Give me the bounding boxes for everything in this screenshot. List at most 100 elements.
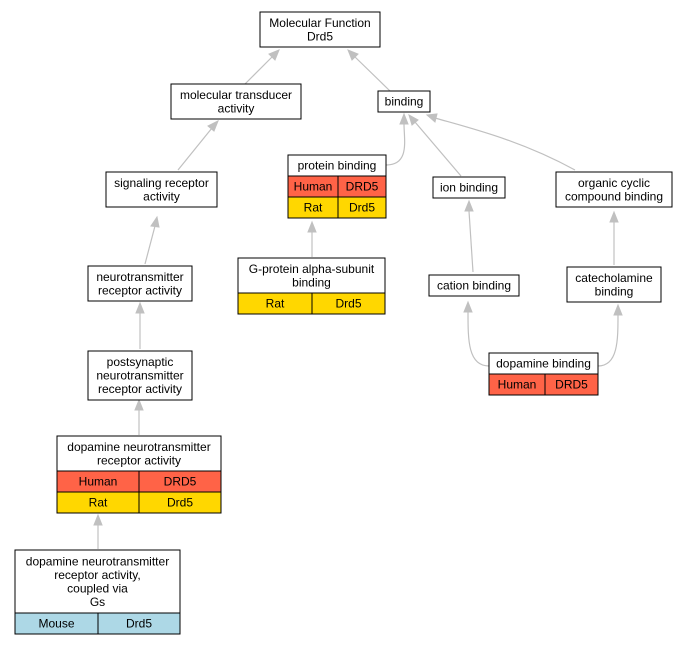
gene-label: Drd5 — [349, 201, 375, 215]
node-label-line: protein binding — [298, 159, 377, 173]
arrowhead — [464, 199, 474, 212]
node-label-line: Drd5 — [307, 29, 333, 43]
node-label-line: receptor activity — [97, 453, 181, 467]
node-label-line: binding — [292, 275, 331, 289]
species-label: Human — [79, 475, 118, 489]
arrowhead — [399, 112, 409, 125]
node-label-line: receptor activity, — [54, 568, 140, 582]
arrowhead — [134, 398, 144, 411]
node-cb[interactable]: cation binding — [428, 274, 520, 297]
node-box — [432, 176, 506, 199]
node-label-line: binding — [385, 95, 424, 109]
node-label-line: molecular transducer — [180, 88, 292, 102]
node-label-line: Gs — [90, 595, 105, 609]
node-label-line: coupled via — [67, 581, 128, 595]
node-box — [170, 83, 302, 120]
edge-db-to-cb — [467, 311, 490, 367]
edge-occb-to-binding — [434, 117, 576, 171]
arrowhead — [135, 301, 145, 314]
node-box — [377, 90, 431, 113]
node-box — [428, 274, 520, 297]
node-label-line: cation binding — [437, 279, 511, 293]
arrowhead — [93, 513, 103, 526]
node-label-line: neurotransmitter — [96, 369, 183, 383]
gene-cell — [311, 292, 386, 315]
arrowhead — [425, 113, 438, 123]
edge-ib-to-binding — [414, 121, 462, 177]
edge-db-to-catb — [597, 314, 619, 367]
arrowhead — [463, 300, 473, 313]
arrowhead — [347, 49, 359, 61]
edge-cb-to-ib — [468, 210, 474, 273]
node-ib[interactable]: ion binding — [432, 176, 506, 199]
species-label: Rat — [89, 496, 108, 510]
gene-label: DRD5 — [346, 180, 379, 194]
node-label-line: G-protein alpha-subunit — [249, 262, 375, 276]
node-box — [105, 171, 218, 208]
node-label-line: dopamine binding — [496, 357, 591, 371]
arrowhead — [613, 303, 623, 316]
node-label-line: binding — [595, 284, 634, 298]
node-label-line: receptor activity — [98, 382, 182, 396]
edge-sra-to-mta — [177, 127, 213, 171]
node-label-line: activity — [143, 189, 180, 203]
node-box — [87, 265, 193, 302]
gene-cell — [97, 612, 181, 635]
gene-label: Drd5 — [167, 496, 193, 510]
node-label-line: dopamine neurotransmitter — [26, 554, 169, 568]
edge-mta-to-mf — [244, 55, 274, 85]
arrowhead — [307, 220, 317, 233]
node-label-line: activity — [218, 101, 255, 115]
gene-label: Drd5 — [126, 617, 152, 631]
edge-pb-to-binding — [385, 123, 406, 166]
node-label-line: Molecular Function — [269, 16, 370, 30]
node-label-line: postsynaptic — [107, 355, 174, 369]
node-binding[interactable]: binding — [377, 90, 431, 113]
edge-nra-to-sra — [144, 225, 156, 265]
node-label-line: dopamine neurotransmitter — [67, 440, 210, 454]
edge-binding-to-mf — [353, 55, 391, 92]
gene-label: Drd5 — [335, 297, 361, 311]
arrowhead — [609, 210, 619, 223]
node-box — [87, 350, 193, 401]
node-label-line: catecholamine — [575, 271, 653, 285]
node-box — [566, 266, 662, 303]
arrowhead — [207, 119, 219, 132]
node-box — [555, 171, 673, 208]
gene-label: DRD5 — [164, 475, 197, 489]
arrowhead — [268, 49, 280, 61]
edges — [93, 49, 623, 549]
node-box — [259, 11, 381, 48]
gene-cell — [544, 373, 599, 396]
arrowhead — [408, 113, 419, 126]
gene-cell — [337, 196, 387, 219]
species-label: Human — [498, 378, 537, 392]
node-box — [237, 257, 386, 294]
node-label-line: signaling receptor — [114, 176, 209, 190]
arrowhead — [150, 215, 160, 228]
node-label-line: organic cyclic — [578, 176, 650, 190]
species-label: Mouse — [38, 617, 74, 631]
gene-label: DRD5 — [555, 378, 588, 392]
species-label: Rat — [266, 297, 285, 311]
node-label-line: neurotransmitter — [96, 270, 183, 284]
node-label-line: ion binding — [440, 181, 498, 195]
node-label-line: compound binding — [565, 189, 663, 203]
node-box — [14, 549, 181, 614]
species-label: Human — [294, 180, 333, 194]
species-label: Rat — [304, 201, 323, 215]
